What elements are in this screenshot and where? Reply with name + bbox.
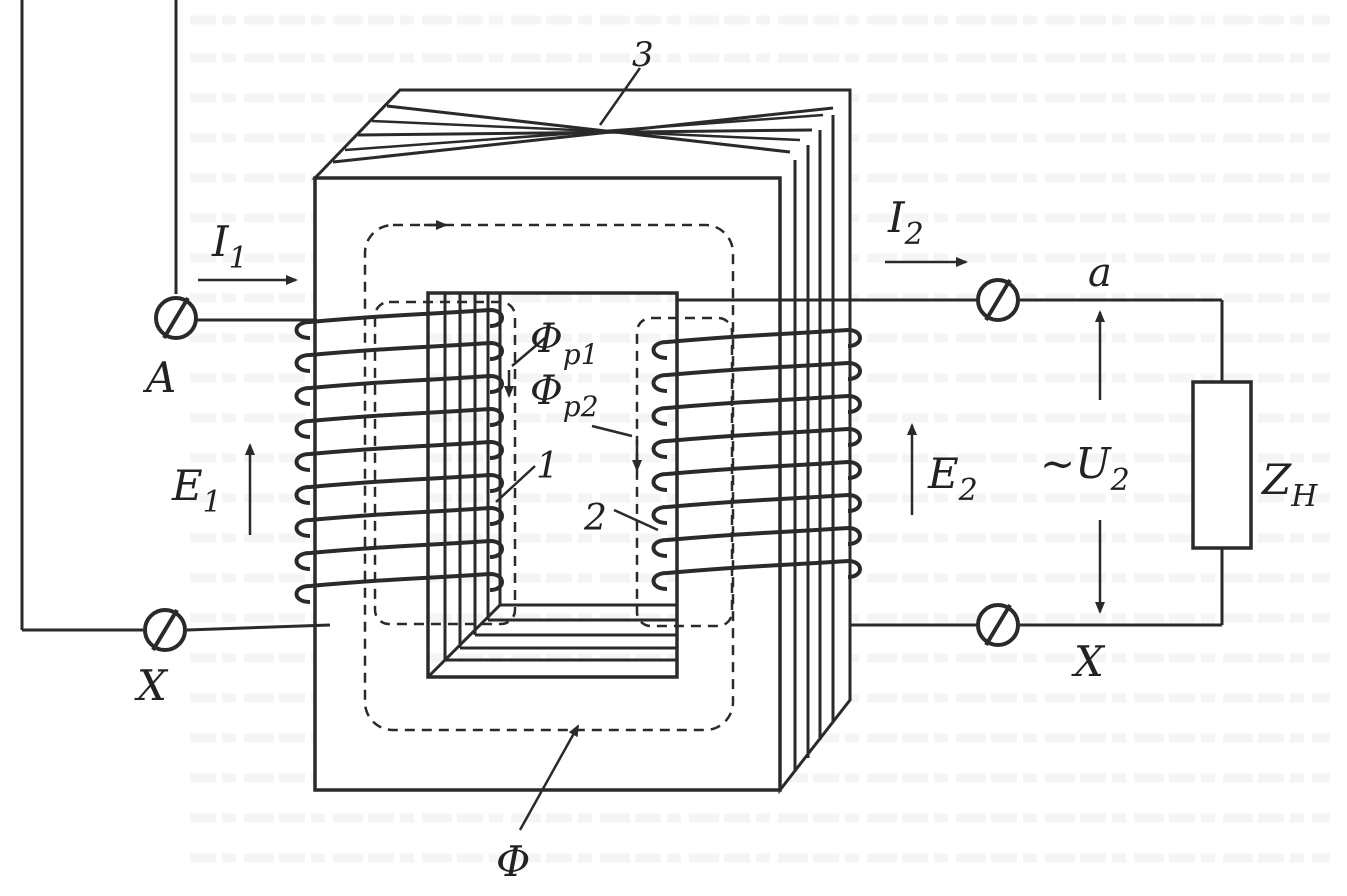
primary-winding-turn — [294, 538, 504, 571]
primary-winding-turn — [294, 340, 504, 373]
core-front — [313, 176, 782, 792]
primary-winding-turn — [294, 307, 504, 340]
current-I2-label: I2 — [887, 193, 924, 252]
primary-winding-turn — [294, 406, 504, 439]
core-laminations — [311, 88, 852, 795]
labels: 3 I1 I2 A X a X E1 E2 ~U2 ZH Φp1 Φp2 1 2… — [134, 35, 1318, 886]
secondary-winding-turn — [651, 327, 862, 360]
secondary-winding-turn — [651, 558, 862, 591]
secondary-winding-turn — [651, 459, 862, 492]
voltage-U2-label: ~U2 — [1040, 439, 1130, 498]
emf-E2-label: E2 — [927, 449, 978, 508]
main-flux-path — [363, 223, 735, 732]
pointer-part-3 — [598, 67, 642, 126]
secondary-winding-turn — [651, 426, 862, 459]
terminal-X-left-icon — [143, 608, 187, 652]
terminal-A-icon — [154, 296, 198, 340]
secondary-winding-turn — [651, 525, 862, 558]
flux-main-label: Φ — [496, 837, 530, 886]
arrows — [198, 67, 1105, 831]
secondary-winding-turn — [651, 360, 862, 393]
primary-winding-turn — [294, 373, 504, 406]
current-I1-label: I1 — [211, 217, 248, 276]
pointer-part-1 — [495, 465, 536, 503]
arrow-icon-flux-main — [518, 724, 580, 831]
part-3-label: 3 — [632, 35, 654, 75]
leakage-flux-loops — [373, 300, 734, 628]
pointer-p1 — [511, 337, 546, 367]
terminal-A-label: A — [142, 353, 176, 402]
part-2-label: 2 — [583, 498, 607, 539]
primary-winding — [294, 307, 504, 604]
primary-winding-turn — [294, 571, 504, 604]
pointer-p2 — [591, 424, 633, 438]
secondary-winding-turn — [651, 393, 862, 426]
secondary-circuit-wires — [677, 298, 1224, 627]
secondary-winding — [651, 327, 862, 591]
terminal-X-left-label: X — [134, 661, 169, 710]
terminal-X-right-icon — [976, 603, 1020, 647]
emf-E1-label: E1 — [171, 461, 222, 520]
part-1-label: 1 — [536, 446, 559, 487]
primary-winding-turn — [294, 505, 504, 538]
primary-winding-turn — [294, 472, 504, 505]
load-ZH-label: ZH — [1260, 455, 1318, 514]
load-impedance-box — [1191, 380, 1253, 550]
pointer-part-2 — [613, 508, 659, 532]
terminal-X-right-label: X — [1071, 637, 1106, 686]
terminal-a-icon — [976, 278, 1020, 322]
flux-p1-label: Φp1 — [530, 316, 599, 371]
flux-p2-label: Φp2 — [530, 368, 599, 423]
primary-winding-turn — [294, 439, 504, 472]
primary-circuit-wires — [20, 0, 331, 632]
secondary-winding-turn — [651, 492, 862, 525]
terminal-a-label: a — [1088, 250, 1112, 296]
